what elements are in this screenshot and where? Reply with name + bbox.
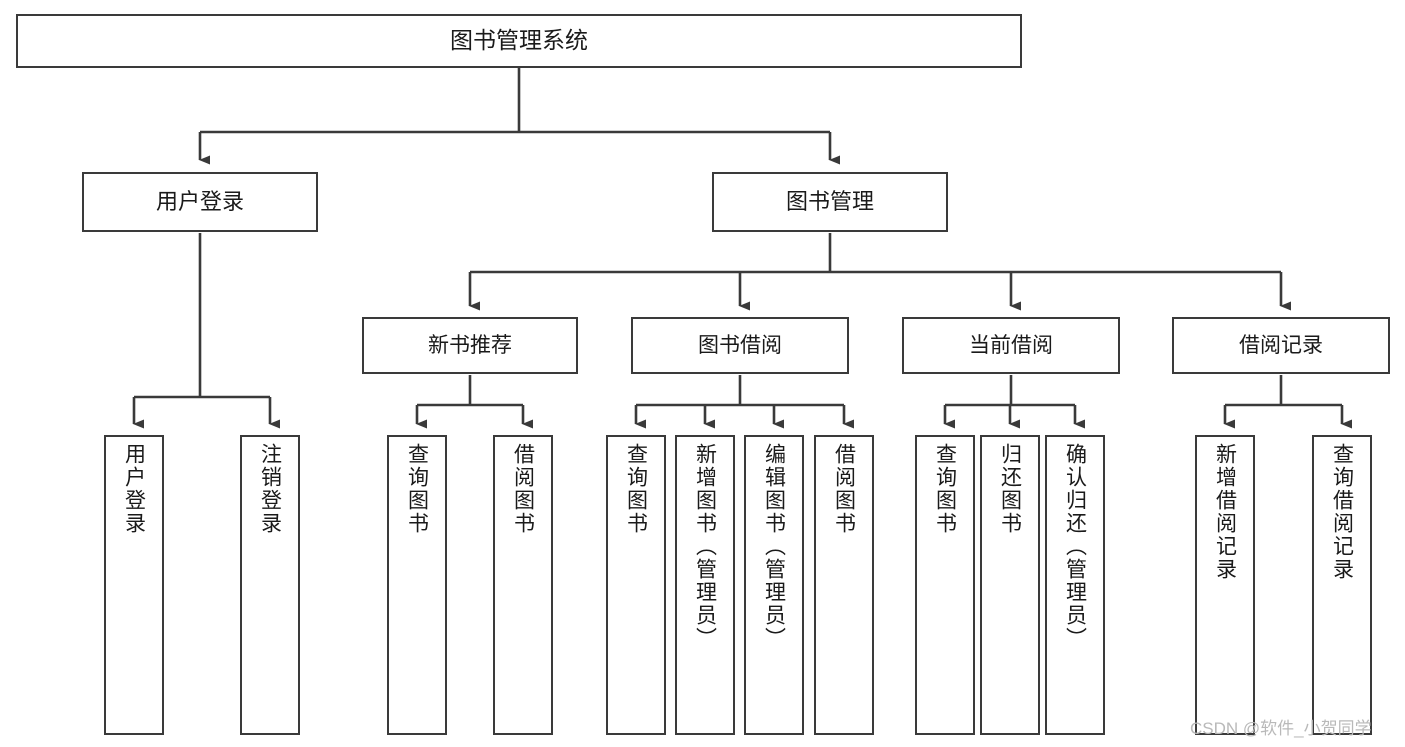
- node-label: 图书借阅: [698, 333, 782, 357]
- node-label: 确认归还（管理员）: [1063, 443, 1087, 650]
- node-leaf-logout-login[interactable]: 注销登录: [240, 435, 300, 735]
- node-label: 图书管理系统: [450, 27, 588, 54]
- node-leaf-add-book-admin[interactable]: 新增图书（管理员）: [675, 435, 735, 735]
- node-leaf-query-book-3[interactable]: 查询图书: [915, 435, 975, 735]
- node-book-management[interactable]: 图书管理: [712, 172, 948, 232]
- node-label: 新增图书（管理员）: [693, 443, 717, 650]
- node-label: 新书推荐: [428, 333, 512, 357]
- node-borrow-record[interactable]: 借阅记录: [1172, 317, 1390, 374]
- node-leaf-confirm-return-admin[interactable]: 确认归还（管理员）: [1045, 435, 1105, 735]
- node-leaf-user-login[interactable]: 用户登录: [104, 435, 164, 735]
- node-leaf-add-borrow-record[interactable]: 新增借阅记录: [1195, 435, 1255, 735]
- node-label: 查询图书: [624, 443, 648, 535]
- node-label: 用户登录: [155, 188, 244, 214]
- node-label: 查询借阅记录: [1330, 443, 1354, 581]
- node-label: 图书管理: [785, 188, 874, 214]
- node-current-borrow[interactable]: 当前借阅: [902, 317, 1120, 374]
- node-leaf-borrow-book-1[interactable]: 借阅图书: [493, 435, 553, 735]
- node-label: 借阅图书: [511, 443, 535, 535]
- node-label: 借阅图书: [832, 443, 856, 535]
- node-label: 用户登录: [122, 443, 146, 535]
- node-root-library-management-system[interactable]: 图书管理系统: [16, 14, 1022, 68]
- node-label: 查询图书: [405, 443, 429, 535]
- node-label: 编辑图书（管理员）: [762, 443, 786, 650]
- node-new-book-recommend[interactable]: 新书推荐: [362, 317, 578, 374]
- node-leaf-edit-book-admin[interactable]: 编辑图书（管理员）: [744, 435, 804, 735]
- node-label: 当前借阅: [969, 333, 1053, 357]
- node-user-login[interactable]: 用户登录: [82, 172, 318, 232]
- node-label: 注销登录: [258, 443, 282, 535]
- node-label: 归还图书: [998, 443, 1022, 535]
- node-leaf-query-book-2[interactable]: 查询图书: [606, 435, 666, 735]
- node-leaf-query-book-1[interactable]: 查询图书: [387, 435, 447, 735]
- node-leaf-query-borrow-record[interactable]: 查询借阅记录: [1312, 435, 1372, 735]
- node-book-borrow[interactable]: 图书借阅: [631, 317, 849, 374]
- node-leaf-borrow-book-2[interactable]: 借阅图书: [814, 435, 874, 735]
- node-label: 新增借阅记录: [1213, 443, 1237, 581]
- node-label: 查询图书: [933, 443, 957, 535]
- node-leaf-return-book[interactable]: 归还图书: [980, 435, 1040, 735]
- node-label: 借阅记录: [1239, 333, 1323, 357]
